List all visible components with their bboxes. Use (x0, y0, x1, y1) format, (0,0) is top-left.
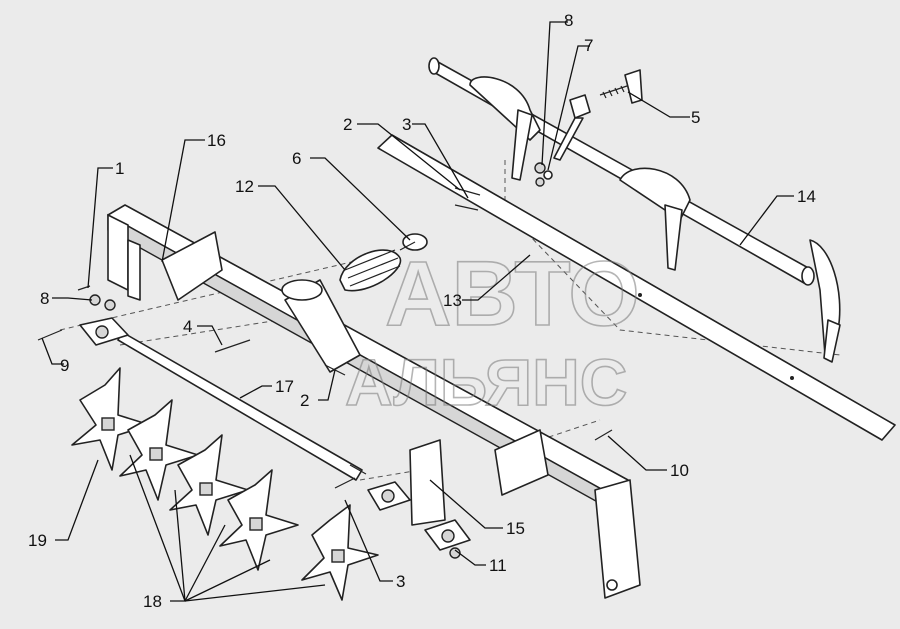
frame-brackets (161, 231, 549, 526)
leader-lines (41, 21, 794, 602)
label-8-top: 8 (564, 11, 573, 30)
blade-hangers (511, 94, 841, 363)
label-14: 14 (797, 187, 816, 206)
label-13: 13 (443, 291, 462, 310)
label-7: 7 (584, 36, 593, 55)
label-11: 11 (489, 556, 507, 575)
label-3-top: 3 (402, 115, 411, 134)
spring-assembly (281, 233, 428, 373)
label-15: 15 (506, 519, 525, 538)
label-17: 17 (275, 377, 294, 396)
label-5: 5 (691, 108, 700, 127)
flat-bar (377, 134, 896, 441)
loose-bolts (37, 285, 613, 559)
watermark: АВТО АЛЬЯНС (344, 242, 640, 420)
label-8-left: 8 (40, 289, 49, 308)
label-12: 12 (235, 177, 254, 196)
label-1: 1 (115, 159, 124, 178)
star-rotors (71, 367, 379, 601)
top-fasteners (454, 162, 553, 211)
label-10: 10 (670, 461, 689, 480)
label-6: 6 (292, 149, 301, 168)
main-frame-beam (107, 204, 641, 599)
watermark-line-2: АЛЬЯНС (345, 345, 627, 419)
label-9: 9 (60, 356, 69, 375)
label-3-bottom: 3 (396, 572, 405, 591)
spring-pin (599, 69, 643, 104)
label-4: 4 (183, 317, 192, 336)
label-2-top: 2 (343, 115, 352, 134)
watermark-line-1: АВТО (385, 243, 640, 345)
label-16: 16 (207, 131, 226, 150)
bearing-housings (79, 317, 471, 551)
label-19: 19 (28, 531, 47, 550)
label-18: 18 (143, 592, 162, 611)
label-2-mid: 2 (300, 391, 309, 410)
part-numbers: 1 16 12 6 2 3 8 7 5 14 8 4 9 13 2 17 10 … (28, 11, 816, 611)
